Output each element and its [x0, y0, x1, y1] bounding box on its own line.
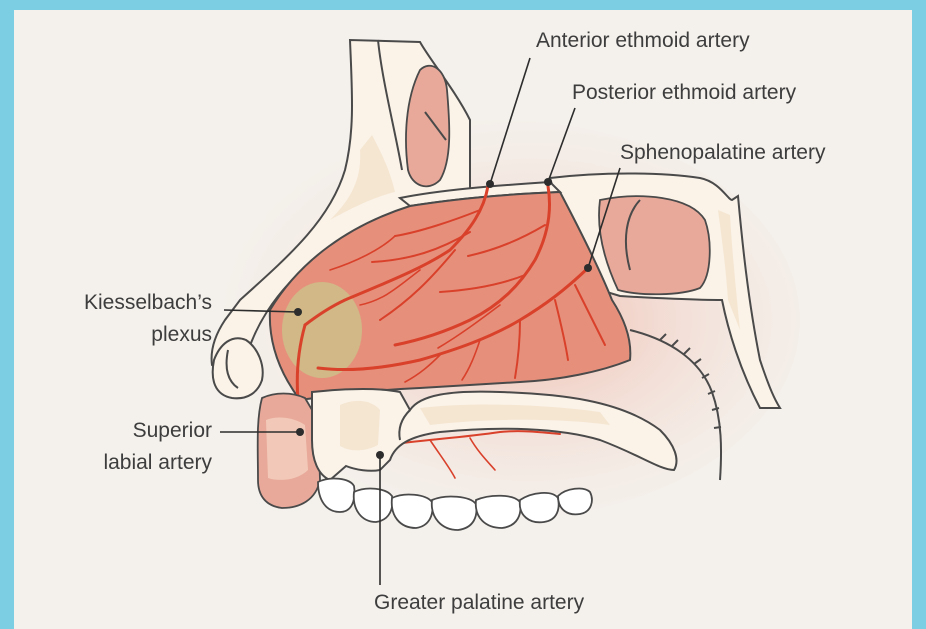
label-kiesselbach-line1: Kiesselbach’s: [84, 291, 212, 314]
label-greater-palatine-artery: Greater palatine artery: [374, 591, 585, 614]
label-posterior-ethmoid-artery: Posterior ethmoid artery: [572, 81, 797, 104]
label-superior-labial-line2: labial artery: [103, 451, 212, 474]
label-anterior-ethmoid-artery: Anterior ethmoid artery: [536, 29, 750, 52]
lip-highlight: [266, 418, 308, 480]
sphenoid-sinus: [599, 196, 710, 294]
label-superior-labial-line1: Superior: [133, 419, 212, 442]
label-sphenopalatine-artery: Sphenopalatine artery: [620, 141, 826, 164]
label-kiesselbach-line2: plexus: [151, 323, 212, 346]
